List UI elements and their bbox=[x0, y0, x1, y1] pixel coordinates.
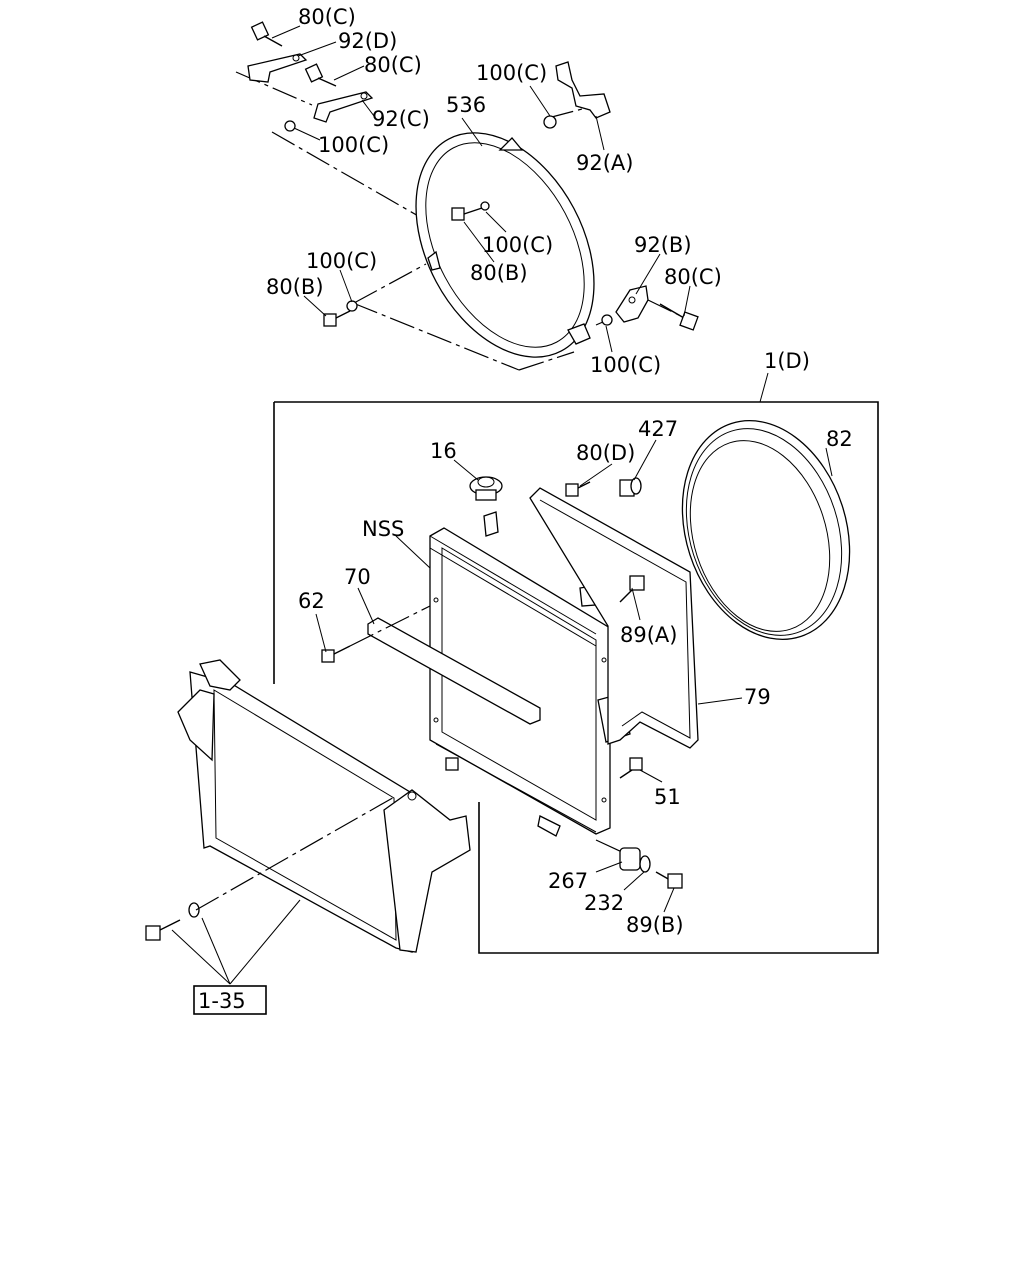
filler-cap-16 bbox=[469, 476, 503, 501]
label-82: 82 bbox=[826, 427, 853, 451]
bushing-267 bbox=[619, 847, 641, 871]
bolt-62 bbox=[321, 645, 351, 663]
bolt-80c-right bbox=[659, 303, 699, 331]
label-536: 536 bbox=[446, 93, 486, 117]
label-100c-bottom: 100(C) bbox=[590, 353, 661, 377]
washer-100c-1 bbox=[284, 120, 296, 132]
bolt-62-axis bbox=[349, 605, 431, 647]
label-100c-ring: 100(C) bbox=[482, 233, 553, 257]
ring-82 bbox=[681, 420, 851, 640]
assembly-box bbox=[274, 401, 879, 954]
intercooler-axis bbox=[195, 795, 397, 911]
ref-leaders bbox=[171, 899, 301, 985]
label-16: 16 bbox=[430, 439, 457, 463]
label-89a: 89(A) bbox=[620, 623, 677, 647]
label-51: 51 bbox=[654, 785, 681, 809]
leader-lines bbox=[271, 25, 833, 913]
label-62: 62 bbox=[298, 589, 325, 613]
bolt-89a bbox=[619, 575, 645, 603]
bolt-89b bbox=[655, 871, 683, 889]
label-1d: 1(D) bbox=[764, 349, 810, 373]
label-80c-top: 80(C) bbox=[298, 5, 356, 29]
bracket-92a bbox=[543, 61, 611, 129]
label-100c-top: 100(C) bbox=[476, 61, 547, 85]
label-80d: 80(D) bbox=[576, 441, 635, 465]
ref-box bbox=[193, 985, 267, 1015]
intercooler bbox=[177, 659, 471, 953]
label-79: 79 bbox=[744, 685, 771, 709]
washer-232 bbox=[639, 855, 651, 873]
bottom-mount-axis bbox=[595, 839, 623, 853]
label-80b-left: 80(B) bbox=[266, 275, 324, 299]
label-92c: 92(C) bbox=[372, 107, 430, 131]
bracket-92d bbox=[247, 53, 308, 83]
bracket-92c bbox=[313, 91, 374, 123]
alignment-lines bbox=[235, 71, 686, 371]
bracket-92b bbox=[615, 285, 649, 323]
bolt-80b-ring bbox=[451, 201, 490, 221]
bolt-80c-2 bbox=[304, 63, 337, 87]
label-232: 232 bbox=[584, 891, 624, 915]
assembly-leader bbox=[759, 372, 769, 403]
ref-label: 1-35 bbox=[198, 989, 246, 1013]
part-labels: 80(C) 92(D) 80(C) 92(C) 100(C) 100(C) 53… bbox=[198, 5, 853, 1013]
label-80c-right: 80(C) bbox=[664, 265, 722, 289]
label-267: 267 bbox=[548, 869, 588, 893]
label-80b-ring: 80(B) bbox=[470, 261, 528, 285]
label-70: 70 bbox=[344, 565, 371, 589]
label-80c-2: 80(C) bbox=[364, 53, 422, 77]
shroud-536 bbox=[415, 132, 595, 358]
label-92a: 92(A) bbox=[576, 151, 633, 175]
label-92b: 92(B) bbox=[634, 233, 692, 257]
label-100c-1: 100(C) bbox=[318, 133, 389, 157]
label-92d: 92(D) bbox=[338, 29, 397, 53]
bolt-80c-top bbox=[250, 21, 283, 47]
bolt-intercooler bbox=[145, 902, 200, 941]
washer-100c-bottom bbox=[601, 314, 613, 326]
label-nss: NSS bbox=[362, 517, 404, 541]
label-100c-left: 100(C) bbox=[306, 249, 377, 273]
bolt-427 bbox=[619, 477, 642, 497]
bolt-80b-left bbox=[323, 300, 358, 327]
bolt-80d bbox=[565, 481, 591, 497]
label-89b: 89(B) bbox=[626, 913, 684, 937]
support-bar-70 bbox=[367, 617, 541, 725]
shroud-79 bbox=[529, 487, 699, 749]
label-427: 427 bbox=[638, 417, 678, 441]
bolt-51 bbox=[619, 757, 643, 779]
